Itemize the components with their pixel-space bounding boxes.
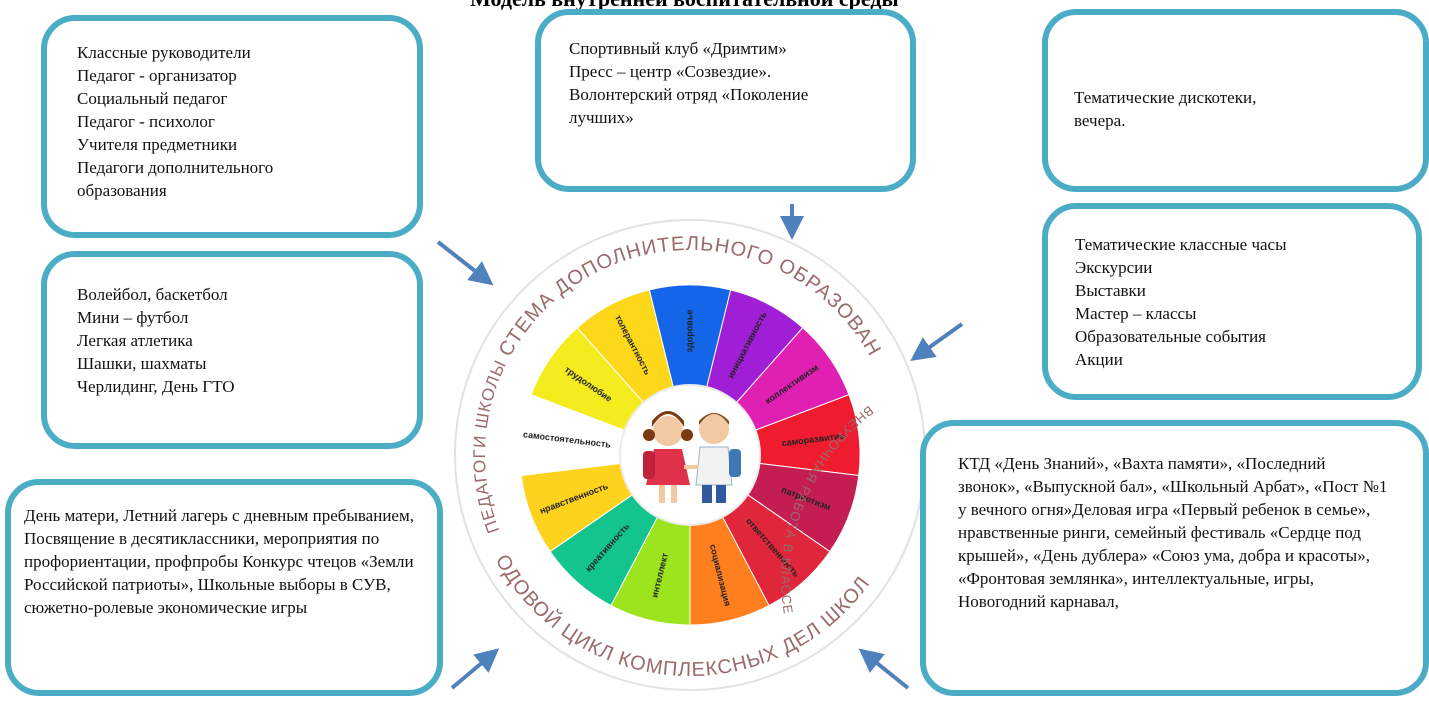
disco-line: вечера. xyxy=(1074,111,1126,130)
clubs-line: Пресс – центр «Созвездие». xyxy=(569,62,772,81)
arrow-left-events-to-wheel xyxy=(450,648,500,690)
staff-box: Классные руководители Педагог - организа… xyxy=(41,15,423,238)
staff-line: Классные руководители xyxy=(77,43,251,62)
clubs-line: Спортивный клуб «Дримтим» xyxy=(569,39,787,58)
clubs-line: Волонтерский отряд «Поколение xyxy=(569,85,809,104)
class-activities-line: Выставки xyxy=(1075,281,1146,300)
arrow-staff-to-wheel xyxy=(436,240,494,286)
arrow-classes-to-wheel xyxy=(910,322,964,361)
class-activities-box: Тематические классные часы Экскурсии Выс… xyxy=(1042,203,1422,400)
staff-line: образования xyxy=(77,181,167,200)
arrow-clubs-to-wheel xyxy=(780,204,804,240)
class-activities-line: Акции xyxy=(1075,350,1123,369)
disco-line: Тематические дискотеки, xyxy=(1074,88,1257,107)
class-activities-line: Экскурсии xyxy=(1075,258,1153,277)
sports-line: Легкая атлетика xyxy=(77,331,193,350)
staff-line: Педагог - организатор xyxy=(77,66,237,85)
clubs-box: Спортивный клуб «Дримтим» Пресс – центр … xyxy=(535,9,916,192)
class-activities-line: Образовательные события xyxy=(1075,327,1266,346)
wheel-segment-label: здоровье xyxy=(684,310,694,353)
school-events-left-text: День матери, Летний лагерь с дневным пре… xyxy=(24,506,414,617)
sports-line: Шашки, шахматы xyxy=(77,354,207,373)
staff-line: Учителя предметники xyxy=(77,135,238,154)
staff-line: Педагог - психолог xyxy=(77,112,215,131)
clubs-line: лучших» xyxy=(569,108,634,127)
disco-box: Тематические дискотеки, вечера. xyxy=(1042,9,1429,192)
sports-line: Волейбол, баскетбол xyxy=(77,285,228,304)
sports-line: Мини – футбол xyxy=(77,308,189,327)
class-activities-line: Мастер – классы xyxy=(1075,304,1197,323)
staff-line: Социальный педагог xyxy=(77,89,228,108)
page-title: Модель внутренней воспитательной среды xyxy=(470,0,1170,12)
staff-line: Педагоги дополнительного xyxy=(77,158,274,177)
school-events-right-text: КТД «День Знаний», «Вахта памяти», «Посл… xyxy=(958,454,1388,611)
school-events-right-box: КТД «День Знаний», «Вахта памяти», «Посл… xyxy=(920,420,1429,696)
sports-box: Волейбол, баскетбол Мини – футбол Легкая… xyxy=(41,251,423,449)
sports-line: Черлидинг, День ГТО xyxy=(77,377,235,396)
arrow-right-events-to-wheel xyxy=(858,648,910,690)
class-activities-line: Тематические классные часы xyxy=(1075,235,1287,254)
children-illustration xyxy=(643,411,741,503)
school-events-left-box: День матери, Летний лагерь с дневным пре… xyxy=(5,479,443,696)
